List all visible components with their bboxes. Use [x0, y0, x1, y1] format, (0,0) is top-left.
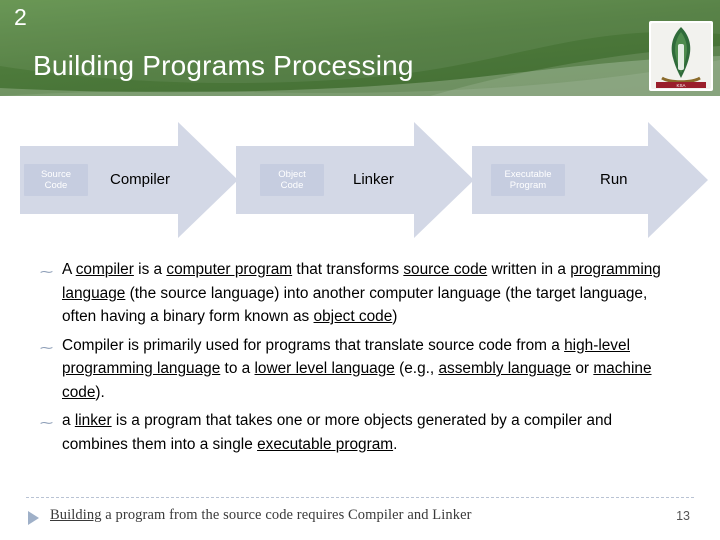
text-run: ). — [95, 383, 105, 401]
bullet-item: ⁓ A compiler is a computer program that t… — [0, 258, 720, 329]
footer-text: Building a program from the source code … — [50, 507, 472, 524]
underlined-term: compiler — [75, 261, 134, 278]
flow-arrows — [20, 122, 708, 238]
underlined-term: executable program — [257, 435, 394, 453]
underlined-term: object code — [313, 308, 393, 325]
text-run: . — [393, 435, 398, 453]
flow-step-executable-line1: Executable — [504, 169, 552, 180]
page-title: Building Programs Processing — [33, 50, 414, 81]
text-run: A — [62, 261, 76, 278]
underlined-term: programming language — [62, 261, 661, 302]
text-run: or — [571, 360, 594, 377]
underlined-term: Building — [50, 507, 102, 523]
flow-step-compiler: Compiler — [110, 171, 171, 188]
footer-triangle-icon — [28, 511, 39, 525]
bullet-marker-icon: ⁓ — [40, 264, 53, 279]
slide-header: 2 Building Programs Processing KSA — [0, 0, 720, 96]
flow-step-source-code-line2: Code — [44, 180, 68, 191]
underlined-term: source code — [403, 261, 488, 278]
bullet-item: ⁓ a linker is a program that takes one or… — [0, 409, 720, 456]
svg-text:KSA: KSA — [676, 83, 685, 88]
bullet-text: a linker is a program that takes one or … — [62, 412, 612, 453]
process-flow-diagram: Source Code Compiler Object Code Linker … — [0, 104, 720, 252]
flow-step-object-code: Object Code — [260, 164, 324, 196]
flow-step-linker: Linker — [353, 171, 394, 188]
underlined-term: machine code — [62, 360, 652, 401]
university-emblem-icon: KSA — [649, 21, 713, 91]
bullet-marker-icon: ⁓ — [40, 339, 53, 355]
text-run: a — [62, 412, 75, 429]
flow-step-executable-program: Executable Program — [491, 164, 565, 196]
text-run: that transforms — [292, 261, 404, 278]
bullet-marker-icon: ⁓ — [40, 415, 53, 430]
header-background — [0, 0, 720, 96]
text-run: a program from the source code requires … — [101, 507, 472, 523]
flow-step-source-code: Source Code — [24, 164, 88, 196]
bullet-text: A compiler is a computer program that tr… — [62, 261, 661, 325]
bullet-item: ⁓ Compiler is primarily used for programs… — [0, 334, 720, 405]
flow-step-executable-line2: Program — [509, 180, 547, 191]
page-number: 13 — [676, 509, 690, 523]
header-swoosh-decoration — [0, 0, 720, 96]
underlined-term: assembly language — [438, 360, 572, 377]
flow-step-object-code-line1: Object — [278, 169, 306, 180]
underlined-term: lower level language — [254, 360, 395, 377]
text-run: (the source language) into another compu… — [62, 284, 648, 326]
flow-step-object-code-line2: Code — [280, 180, 304, 191]
flow-step-run: Run — [600, 171, 628, 188]
text-run: Compiler is primarily used for programs … — [62, 336, 565, 354]
text-run: to a — [220, 360, 255, 377]
slide-footer: Building a program from the source code … — [26, 504, 694, 534]
underlined-term: high-level programming language — [62, 336, 630, 378]
slide-number: 2 — [14, 4, 27, 30]
slide-body: ⁓ A compiler is a computer program that t… — [0, 258, 720, 461]
underlined-term: linker — [74, 412, 112, 429]
bullet-list: ⁓ A compiler is a computer program that t… — [0, 258, 720, 456]
footer-divider — [26, 497, 694, 498]
text-run: written in a — [487, 261, 571, 278]
bullet-text: Compiler is primarily used for programs … — [62, 337, 652, 401]
flow-step-source-code-line1: Source — [40, 169, 72, 180]
text-run: is a — [133, 261, 167, 278]
text-run: ) — [392, 308, 398, 325]
underlined-term: computer program — [166, 261, 293, 278]
text-run: is a program that takes one or more obje… — [62, 412, 613, 453]
text-run: (e.g., — [394, 360, 439, 377]
